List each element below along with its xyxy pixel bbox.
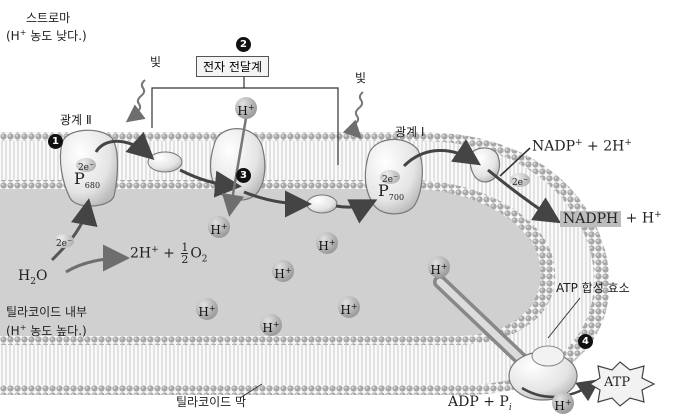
proton-lumen-2: H+ bbox=[316, 232, 338, 254]
photosystem-1-label: 광계 Ⅰ bbox=[395, 125, 425, 139]
leader-membrane bbox=[239, 383, 263, 399]
proton-lumen-1: H+ bbox=[208, 216, 230, 238]
water-label: H2O bbox=[18, 268, 48, 287]
atp-label: ATP bbox=[604, 375, 631, 390]
adp-pi-label: ADP + Pi bbox=[448, 394, 512, 413]
arrow-water-to-ps2 bbox=[50, 198, 98, 262]
stroma-label: 스트로마 bbox=[26, 11, 71, 25]
electron-ps1: 2e− bbox=[380, 170, 400, 185]
plastocyanin-carrier bbox=[306, 194, 338, 214]
proton-stroma-top: H+ bbox=[235, 97, 257, 119]
lumen-label: 틸라코이드 내부 bbox=[6, 305, 88, 319]
p680-label: P680 bbox=[74, 169, 101, 191]
etc-bracket bbox=[151, 87, 339, 165]
atp-burst bbox=[588, 361, 656, 407]
nadp-equation: NADP+ + 2H+ bbox=[532, 138, 632, 155]
proton-pump-arrow bbox=[221, 117, 248, 217]
step-number-1: 1 bbox=[48, 134, 63, 149]
step-number-4: 4 bbox=[578, 334, 593, 349]
electron-water: 2e− bbox=[54, 234, 74, 249]
proton-lumen-4: H+ bbox=[428, 256, 450, 278]
light-label-2: 빛 bbox=[355, 71, 367, 85]
etc-label-box: 전자 전달계 bbox=[196, 56, 270, 77]
p700-label: P700 bbox=[378, 181, 405, 203]
atp-synthase-label: ATP 합성 효소 bbox=[556, 281, 630, 295]
step-number-2: 2 bbox=[236, 37, 251, 52]
arrow-cyt-to-pc bbox=[243, 190, 312, 218]
arrow-nadp-in bbox=[499, 147, 531, 177]
stroma-note: (H+ 농도 낮다.) bbox=[6, 28, 87, 43]
arrow-water-to-products bbox=[65, 244, 130, 274]
step-number-3: 3 bbox=[236, 168, 251, 183]
arrow-ps1-to-reductase bbox=[402, 139, 481, 168]
proton-stroma-exit: H+ bbox=[552, 392, 574, 414]
electron-reductase: 2e− bbox=[510, 173, 530, 188]
thylakoid-membrane-label: 틸라코이드 막 bbox=[176, 395, 247, 409]
proton-lumen-3: H+ bbox=[272, 260, 294, 282]
proton-lumen-5: H+ bbox=[196, 298, 218, 320]
light-wave-2 bbox=[342, 91, 364, 139]
nadph-product: NADPH + H+ bbox=[560, 210, 662, 227]
photosystem-2-label: 광계 Ⅱ bbox=[60, 113, 92, 127]
plastoquinone-carrier bbox=[147, 151, 183, 173]
leader-atp-synthase bbox=[547, 297, 581, 339]
light-wave-1 bbox=[125, 79, 146, 123]
proton-lumen-7: H+ bbox=[260, 314, 282, 336]
light-label-1: 빛 bbox=[150, 55, 162, 69]
electron-ps2: 2e− bbox=[76, 158, 96, 173]
atp-synthase bbox=[433, 275, 578, 401]
lumen-note: (H+ 농도 높다.) bbox=[6, 323, 87, 338]
thylakoid-lumen bbox=[0, 189, 541, 336]
arrow-ps2-to-pq bbox=[94, 131, 155, 161]
arrow-pq-to-cyt bbox=[179, 168, 242, 198]
arrow-to-nadph bbox=[487, 168, 562, 224]
proton-lumen-6: H+ bbox=[338, 296, 360, 318]
arrow-pc-to-ps1 bbox=[335, 199, 378, 224]
